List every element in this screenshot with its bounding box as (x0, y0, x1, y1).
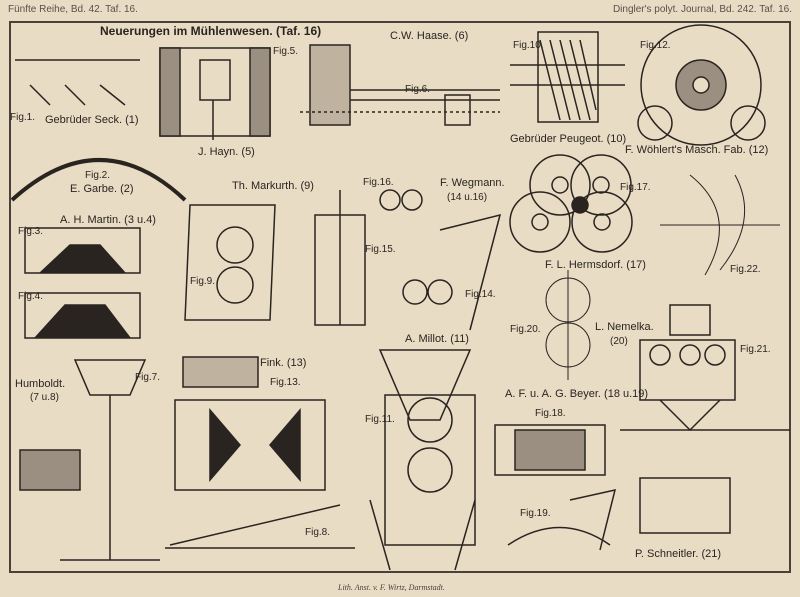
label-fig10: Fig.10. (513, 40, 544, 51)
lithographer-credit: Lith. Anst. v. F. Wirtz, Darmstadt. (338, 583, 445, 592)
label-fink: Fink. (13) (260, 357, 307, 369)
label-fig18: Fig.18. (535, 408, 566, 419)
fig12-drawing (637, 24, 766, 146)
fig2-drawing (10, 158, 187, 202)
label-fig4: Fig.4. (18, 291, 44, 302)
fig4-drawing (24, 292, 141, 339)
plate-title: Neuerungen im Mühlenwesen. (Taf. 16) (100, 24, 322, 38)
label-fig14: Fig.14. (465, 289, 496, 300)
fig18-drawing (494, 424, 606, 476)
label-martin: A. H. Martin. (3 u.4) (60, 214, 156, 226)
label-wegmann-ref: (14 u.16) (447, 192, 488, 203)
fig11-drawing (369, 349, 476, 571)
fig5-drawing (159, 47, 271, 140)
journal-header: Dingler's polyt. Journal, Bd. 242. Taf. … (612, 4, 792, 15)
label-humboldt: Humboldt. (15, 378, 66, 390)
fig1-drawing (15, 59, 140, 106)
label-fig7: Fig.7. (135, 372, 161, 383)
fig15-drawing (314, 190, 366, 326)
plate-frame (9, 21, 791, 573)
fig13-drawing (174, 356, 326, 491)
label-schneitler: P. Schneitler. (21) (635, 548, 722, 560)
label-fig21: Fig.21. (740, 344, 771, 355)
label-wegmann: F. Wegmann. (440, 177, 505, 189)
label-beyer: A. F. u. A. G. Beyer. (18 u.19) (505, 388, 649, 400)
label-markurth: Th. Markurth. (9) (232, 180, 314, 192)
fig8-drawing (165, 504, 355, 549)
label-fig17: Fig.17. (620, 182, 651, 193)
label-fig1: Fig.1. (10, 112, 36, 123)
label-fig6: Fig.6. (405, 84, 431, 95)
fig20-drawing (545, 270, 591, 380)
fig3-drawing (24, 227, 141, 274)
fig14-drawing (402, 213, 502, 331)
label-haase: C.W. Haase. (6) (390, 30, 469, 42)
label-fig11: Fig.11. (365, 414, 395, 425)
label-humboldt-ref: (7 u.8) (30, 392, 59, 403)
label-fig13: Fig.13. (270, 377, 301, 388)
fig17-drawing (509, 154, 633, 253)
label-peugeot: Gebrüder Peugeot. (10) (510, 133, 627, 145)
fig16-drawing (379, 189, 423, 211)
label-fig22: Fig.22. (730, 264, 761, 275)
fig22-drawing (660, 174, 780, 276)
fig21-drawing (620, 304, 790, 534)
label-hermsdorf: F. L. Hermsdorf. (17) (545, 259, 646, 271)
label-hayn: J. Hayn. (5) (198, 146, 255, 158)
fig10-drawing (510, 31, 625, 123)
fig7-drawing (19, 359, 160, 561)
label-fig19: Fig.19. (520, 508, 551, 519)
label-fig2: Fig.2. (85, 170, 111, 181)
label-woehlert: F. Wöhlert's Masch. Fab. (12) (625, 144, 769, 156)
label-millot: A. Millot. (11) (405, 333, 469, 345)
fig19-drawing (507, 489, 617, 551)
label-garbe: E. Garbe. (2) (70, 183, 134, 195)
label-fig12: Fig.12. (640, 40, 671, 51)
label-seck: Gebrüder Seck. (1) (45, 114, 139, 126)
fig9-drawing (184, 204, 276, 321)
label-fig8: Fig.8. (305, 527, 331, 538)
label-fig3: Fig.3. (18, 226, 44, 237)
label-nemelka: L. Nemelka. (595, 321, 654, 333)
label-fig16: Fig.16. (363, 177, 394, 188)
label-fig15: Fig.15. (365, 244, 396, 255)
label-fig20: Fig.20. (510, 324, 541, 335)
label-fig5: Fig.5. (273, 46, 299, 57)
label-nemelka-ref: (20) (610, 336, 628, 347)
fig6-drawing (300, 44, 500, 126)
label-fig9: Fig.9. (190, 276, 216, 287)
series-header: Fünfte Reihe, Bd. 42. Taf. 16. (8, 4, 138, 15)
